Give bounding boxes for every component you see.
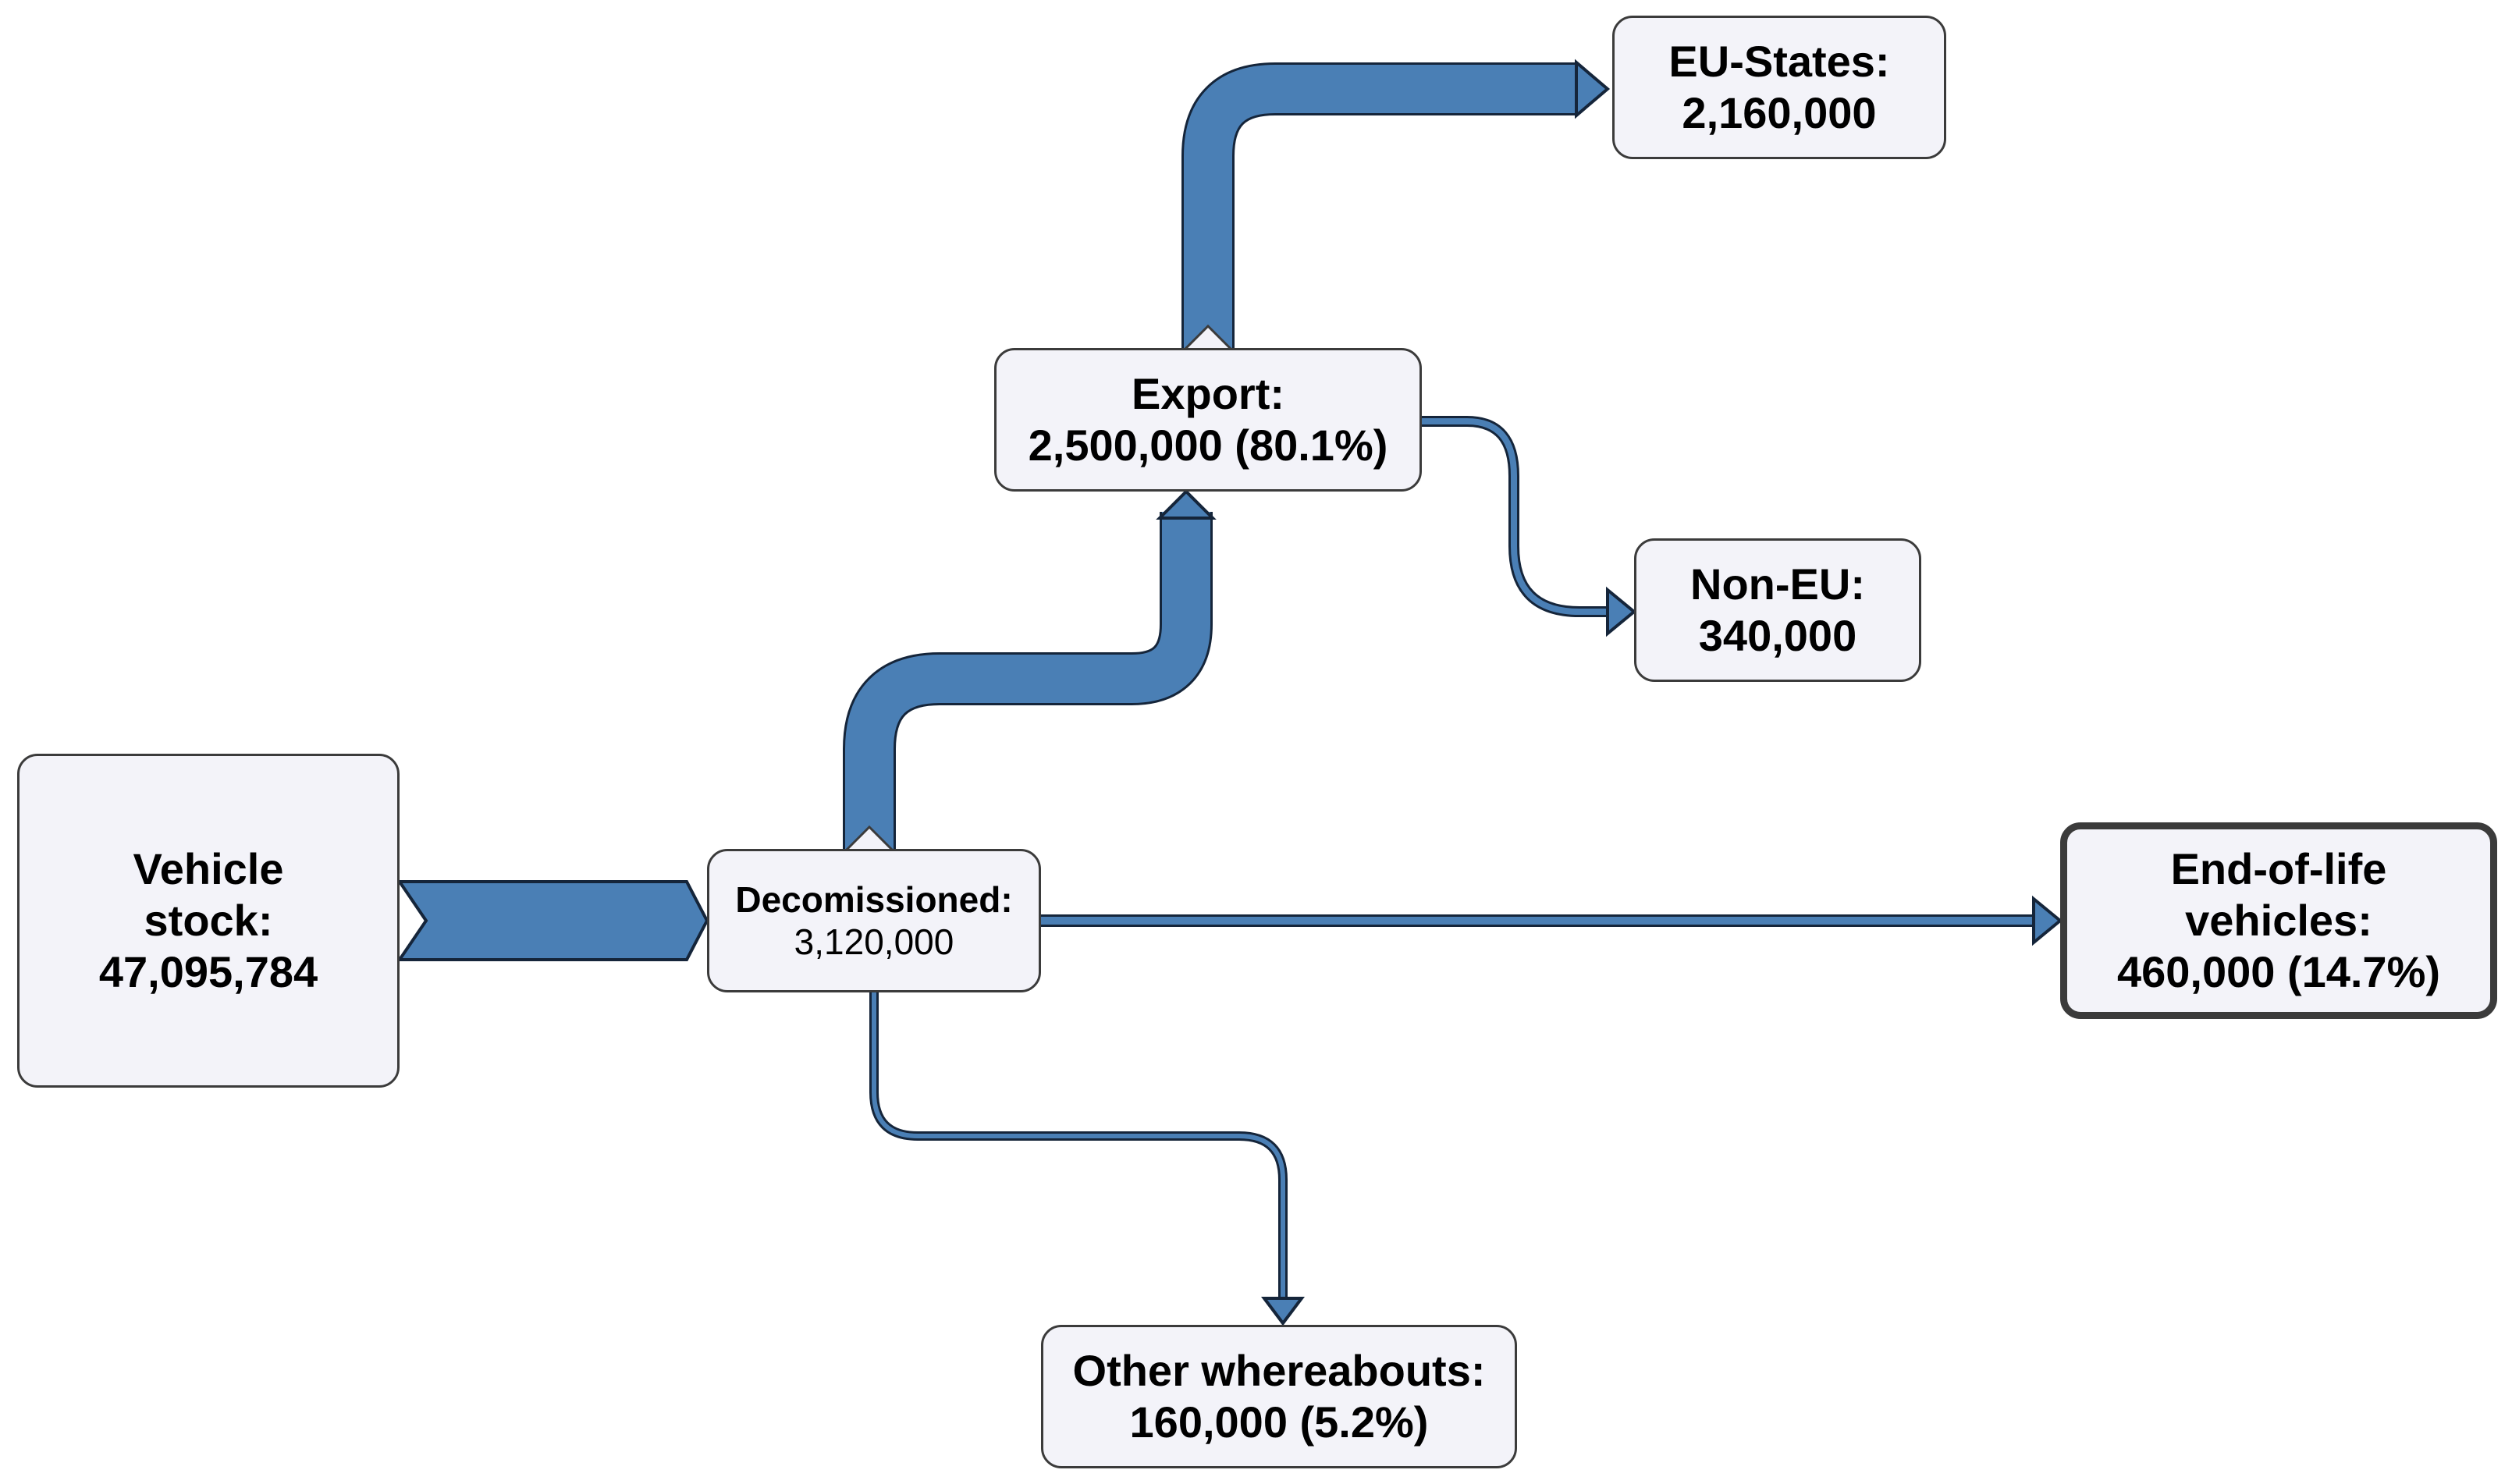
node-vehicle-stock-line1: Vehicle	[133, 843, 284, 893]
flow-decommissioned-to-other	[872, 992, 1285, 1298]
flow-stock-to-decommissioned	[396, 880, 709, 961]
node-end-of-life-line2: vehicles:	[2185, 895, 2372, 945]
flow-export-to-non-eu-head	[1606, 586, 1637, 637]
node-non-eu: Non-EU: 340,000	[1634, 538, 1921, 682]
node-vehicle-stock-value: 47,095,784	[98, 947, 318, 997]
flow-export-to-eu-states-head	[1575, 59, 1611, 119]
node-export-label: Export:	[1132, 368, 1284, 418]
node-end-of-life-value: 460,000 (14.7%)	[2116, 947, 2441, 997]
flow-export-to-eu-states-outline	[1181, 62, 1576, 348]
node-other-whereabouts-value: 160,000 (5.2%)	[1129, 1397, 1429, 1447]
node-export-value: 2,500,000 (80.1%)	[1028, 421, 1388, 470]
node-other-whereabouts-label: Other whereabouts:	[1072, 1345, 1486, 1395]
node-decommissioned-value: 3,120,000	[794, 921, 954, 962]
node-other-whereabouts: Other whereabouts: 160,000 (5.2%)	[1041, 1325, 1517, 1468]
node-decommissioned: Decomissioned: 3,120,000	[707, 849, 1041, 992]
node-eu-states: EU-States: 2,160,000	[1612, 16, 1946, 159]
flow-decommissioned-to-export	[845, 512, 1210, 849]
node-end-of-life: End-of-life vehicles: 460,000 (14.7%)	[2060, 822, 2497, 1019]
node-non-eu-value: 340,000	[1698, 611, 1857, 660]
node-decommissioned-label: Decomissioned:	[735, 879, 1013, 920]
node-vehicle-stock: Vehicle stock: 47,095,784	[17, 754, 400, 1088]
node-eu-states-label: EU-States:	[1668, 36, 1890, 86]
flow-decommissioned-to-export-head	[1156, 489, 1217, 520]
flow-decommissioned-to-end-of-life-head	[2032, 895, 2063, 946]
node-end-of-life-line1: End-of-life	[2170, 843, 2387, 893]
node-vehicle-stock-line2: stock:	[144, 895, 273, 945]
flow-export-to-eu-states	[1184, 65, 1576, 348]
node-eu-states-value: 2,160,000	[1682, 88, 1877, 137]
flow-decommissioned-to-other-head	[1261, 1297, 1305, 1326]
node-non-eu-label: Non-EU:	[1690, 559, 1865, 609]
flow-decommissioned-to-other-outline	[869, 992, 1288, 1298]
flow-export-to-non-eu	[1422, 418, 1608, 615]
node-export: Export: 2,500,000 (80.1%)	[994, 348, 1422, 492]
